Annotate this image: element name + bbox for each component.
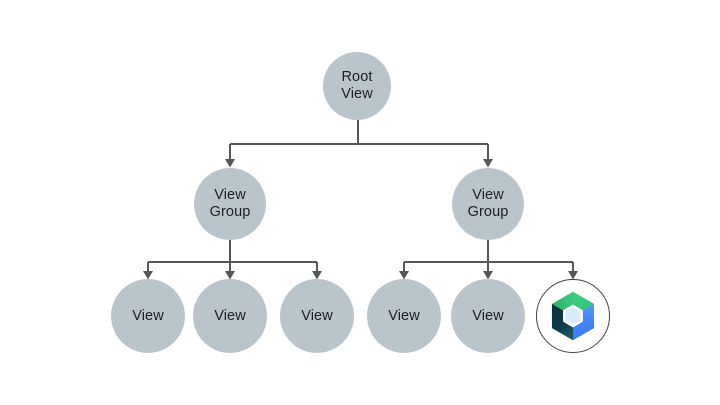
node-view-2: View	[193, 279, 267, 353]
arrowhead-v1	[143, 271, 153, 280]
node-view-4: View	[367, 279, 441, 353]
node-view-1: View	[111, 279, 185, 353]
arrowhead-v5	[483, 271, 493, 280]
node-view-group-right-label: View Group	[467, 187, 509, 220]
node-view-3: View	[280, 279, 354, 353]
arrowhead-v4	[399, 271, 409, 280]
node-view-2-label: View	[214, 307, 246, 324]
node-view-group-right: View Group	[452, 168, 524, 240]
node-view-5: View	[451, 279, 525, 353]
jetpack-compose-logo-icon	[551, 291, 595, 341]
arrowhead-vg-left	[225, 159, 235, 168]
node-view-1-label: View	[132, 307, 164, 324]
node-compose-leaf	[536, 279, 610, 353]
arrowhead-v3	[312, 271, 322, 280]
node-root-view: Root View	[323, 52, 391, 120]
arrowhead-v2	[225, 271, 235, 280]
node-view-group-left: View Group	[194, 168, 266, 240]
node-view-group-left-label: View Group	[209, 187, 251, 220]
node-view-4-label: View	[388, 307, 420, 324]
arrowhead-compose	[568, 271, 578, 280]
node-root-view-label: Root View	[341, 69, 373, 102]
arrowhead-vg-right	[483, 159, 493, 168]
node-view-3-label: View	[301, 307, 333, 324]
node-view-5-label: View	[472, 307, 504, 324]
